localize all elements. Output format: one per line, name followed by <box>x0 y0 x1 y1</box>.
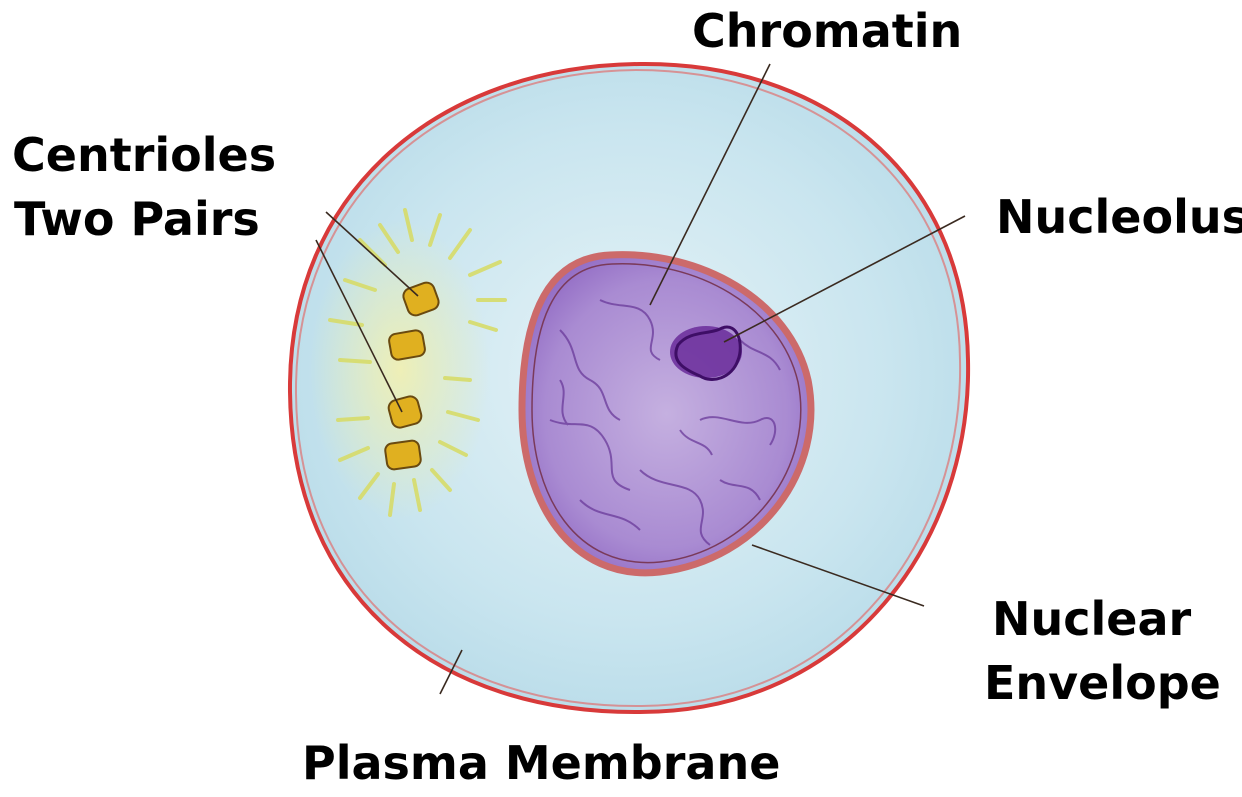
label-nucleolus: Nucleolus <box>996 194 1242 240</box>
centriole-2 <box>388 329 426 361</box>
label-envelope: Envelope <box>984 660 1221 706</box>
label-nuclear: Nuclear <box>992 596 1191 642</box>
label-centrioles: Centrioles <box>12 132 276 178</box>
label-chromatin: Chromatin <box>692 8 962 54</box>
label-plasma-membrane: Plasma Membrane <box>302 740 780 786</box>
label-two-pairs: Two Pairs <box>14 196 260 242</box>
centriole-4 <box>384 440 421 470</box>
aster-glow <box>310 220 490 520</box>
